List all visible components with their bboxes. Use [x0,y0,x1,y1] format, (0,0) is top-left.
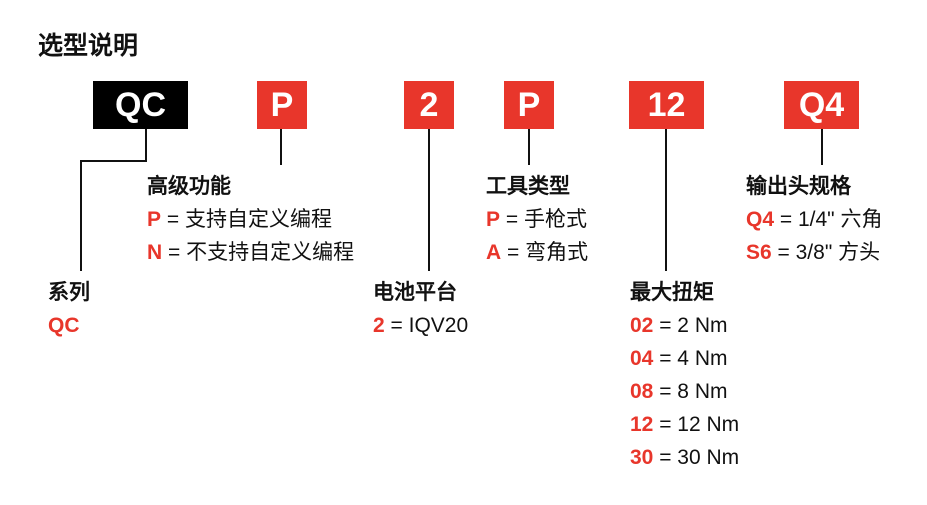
option-code: 02 [630,314,654,337]
option-code: 12 [630,413,654,436]
group-torque: 最大扭矩 02 = 2 Nm 04 = 4 Nm 08 = 8 Nm 12 = … [630,276,739,474]
group-heading: 工具类型 [486,175,570,198]
option-text: = 3/8" 方头 [777,241,881,264]
connector-line [145,129,147,162]
option-code: P [147,208,162,231]
code-box-battery: 2 [404,81,454,129]
connector-line [80,160,82,271]
option-code: A [486,241,502,264]
group-output: 输出头规格 Q4 = 1/4" 六角 S6 = 3/8" 方头 [746,170,882,269]
option-code: P [486,208,501,231]
page-title: 选型说明 [38,32,139,60]
option-text: = 支持自定义编程 [166,208,332,231]
option-code: N [147,241,163,264]
option-code: 2 [373,314,385,337]
option-code: Q4 [746,208,775,231]
option-text: = 12 Nm [659,413,740,436]
option-text: = 1/4" 六角 [779,208,883,231]
option-text: = 30 Nm [659,446,740,469]
option-text: = 2 Nm [659,314,728,337]
option-text: = 弯角式 [507,241,589,264]
code-box-function: P [257,81,307,129]
connector-line [528,129,530,165]
option-code: S6 [746,241,772,264]
code-box-output: Q4 [784,81,859,129]
group-type: 工具类型 P = 手枪式 A = 弯角式 [486,170,588,269]
code-box-torque: 12 [629,81,704,129]
code-box-type: P [504,81,554,129]
group-heading: 系列 [48,281,90,304]
group-heading: 电池平台 [373,281,457,304]
option-code: 04 [630,347,654,370]
group-heading: 高级功能 [147,175,231,198]
group-function: 高级功能 P = 支持自定义编程 N = 不支持自定义编程 [147,170,354,269]
option-text: = 手枪式 [505,208,587,231]
option-code: QC [48,314,80,337]
option-code: 30 [630,446,654,469]
option-text: = IQV20 [390,314,469,337]
option-text: = 8 Nm [659,380,728,403]
connector-line [80,160,147,162]
connector-line [428,129,430,271]
group-series: 系列 QC [48,276,90,342]
connector-line [280,129,282,165]
option-code: 08 [630,380,654,403]
connector-line [665,129,667,271]
connector-line [821,129,823,165]
group-heading: 最大扭矩 [630,281,714,304]
code-box-series: QC [93,81,188,129]
group-battery: 电池平台 2 = IQV20 [373,276,468,342]
group-heading: 输出头规格 [746,175,851,198]
option-text: = 4 Nm [659,347,728,370]
option-text: = 不支持自定义编程 [168,241,355,264]
